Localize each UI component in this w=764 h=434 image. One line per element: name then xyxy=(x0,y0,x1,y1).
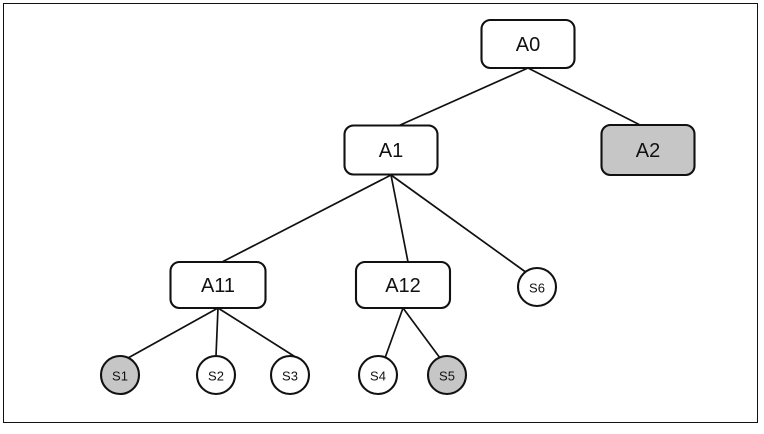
node-shape-circle-s3 xyxy=(269,354,311,396)
node-label-a2: A2 xyxy=(636,140,660,162)
diagram-frame-border xyxy=(3,3,758,423)
node-s4[interactable]: S4 xyxy=(357,354,399,396)
node-a12[interactable]: A12 xyxy=(354,260,452,310)
node-label-s3: S3 xyxy=(282,369,298,384)
node-shape-circle-s5 xyxy=(426,354,468,396)
node-shape-circle-s4 xyxy=(357,354,399,396)
edge-a0-to-a2 xyxy=(527,67,641,126)
edge-a1-to-a12 xyxy=(390,174,409,263)
edge-a1-to-s6 xyxy=(390,174,528,274)
node-a11[interactable]: A11 xyxy=(169,260,267,310)
edge-a11-to-s3 xyxy=(217,307,298,359)
node-label-a1: A1 xyxy=(379,140,403,162)
node-s5[interactable]: S5 xyxy=(426,354,468,396)
edge-a11-to-s1 xyxy=(127,307,219,359)
node-shape-rect-a2 xyxy=(600,123,696,177)
node-a2[interactable]: A2 xyxy=(600,123,696,177)
node-label-a12: A12 xyxy=(385,275,421,297)
node-shape-rect-a12 xyxy=(354,260,452,310)
node-a0[interactable]: A0 xyxy=(480,18,576,70)
node-shape-circle-s6 xyxy=(516,266,558,308)
node-label-s5: S5 xyxy=(439,369,455,384)
edge-a11-to-s2 xyxy=(215,307,219,357)
node-shape-rect-a11 xyxy=(169,260,267,310)
node-a1[interactable]: A1 xyxy=(343,124,439,176)
node-shape-rect-a1 xyxy=(343,124,439,176)
node-shape-circle-s1 xyxy=(99,354,141,396)
node-label-s4: S4 xyxy=(370,369,386,384)
edge-a12-to-s5 xyxy=(402,307,441,359)
edges-layer xyxy=(127,67,641,359)
edge-a1-to-a11 xyxy=(221,174,392,263)
node-label-s1: S1 xyxy=(112,369,128,384)
node-s6[interactable]: S6 xyxy=(516,266,558,308)
edge-a12-to-s4 xyxy=(384,307,404,359)
node-label-a0: A0 xyxy=(516,34,540,56)
node-s3[interactable]: S3 xyxy=(269,354,311,396)
node-shape-circle-s2 xyxy=(195,354,237,396)
edge-a0-to-a1 xyxy=(397,67,529,127)
node-label-s6: S6 xyxy=(529,281,545,296)
node-label-a11: A11 xyxy=(201,275,235,297)
node-shape-rect-a0 xyxy=(480,18,576,70)
node-s1[interactable]: S1 xyxy=(99,354,141,396)
node-s2[interactable]: S2 xyxy=(195,354,237,396)
node-label-s2: S2 xyxy=(208,369,224,384)
